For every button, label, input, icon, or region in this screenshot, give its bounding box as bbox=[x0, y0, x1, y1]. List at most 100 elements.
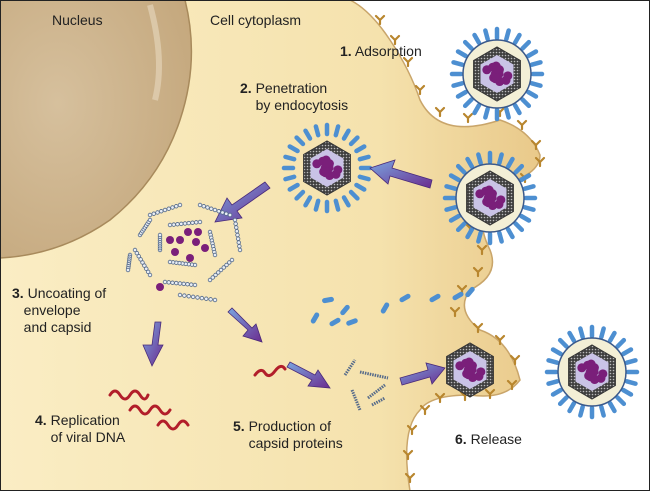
capsomer-icon bbox=[235, 236, 241, 241]
process-arrows bbox=[142, 159, 446, 389]
capsomer-icon bbox=[134, 250, 140, 256]
spike-protein-icon bbox=[322, 296, 334, 304]
capsomer-icon bbox=[208, 297, 213, 302]
capsomer-icon bbox=[155, 210, 160, 215]
capsomer-icon bbox=[171, 222, 176, 227]
receptor-icon bbox=[472, 266, 484, 278]
dna-fragment-icon bbox=[192, 238, 200, 246]
capsomer-icon bbox=[151, 211, 156, 216]
spike-protein-icon bbox=[329, 317, 341, 327]
virion-entering bbox=[442, 150, 538, 246]
capsomer-icon bbox=[170, 205, 175, 210]
label-step-2: 2. Penetration by endocytosis bbox=[240, 80, 349, 113]
capsomer-icon bbox=[147, 272, 153, 278]
spike-protein-icon bbox=[399, 293, 411, 303]
arrow-production-b bbox=[286, 361, 331, 389]
arrow-penetration bbox=[369, 159, 433, 189]
capsomer-icon bbox=[212, 207, 218, 213]
dna-fragment-icon bbox=[194, 228, 202, 236]
receptor-icon bbox=[530, 139, 542, 151]
arrow-uncoating bbox=[214, 181, 271, 223]
capsomer-icon bbox=[182, 293, 187, 298]
receptor-icon bbox=[476, 244, 488, 256]
capsomer-icon bbox=[179, 221, 184, 227]
capsomer-icon bbox=[145, 269, 151, 275]
capsomer-icon bbox=[190, 294, 196, 300]
capsid-protein-rods bbox=[343, 359, 389, 411]
capsomer-icon bbox=[174, 204, 179, 209]
virion-endosome bbox=[281, 122, 373, 214]
viral-dna-strands bbox=[108, 364, 287, 431]
receptor-icon bbox=[419, 404, 431, 416]
virion-budding bbox=[446, 342, 494, 398]
capsomer-icon bbox=[147, 217, 153, 223]
capsomer-icon bbox=[234, 225, 239, 230]
receptor-icon bbox=[434, 106, 446, 118]
arrow-assembly bbox=[399, 362, 446, 386]
receptor-icon bbox=[402, 56, 414, 68]
capsomer-icon bbox=[177, 292, 183, 298]
free-spike-proteins bbox=[310, 286, 475, 327]
spike-protein-icon bbox=[465, 286, 475, 298]
dna-fragment-icon bbox=[156, 283, 164, 291]
receptor-icon bbox=[414, 84, 426, 96]
capsomer-icon bbox=[167, 259, 173, 265]
capsomer-icon bbox=[216, 209, 221, 214]
capsid-rod-icon bbox=[359, 370, 389, 380]
receptor-icon bbox=[509, 354, 521, 366]
capsomer-icon bbox=[216, 270, 221, 275]
capsomer-icon bbox=[147, 212, 153, 218]
receptor-icon bbox=[534, 156, 546, 168]
capsomer-icon bbox=[197, 219, 203, 225]
capsomer-icon bbox=[138, 257, 143, 262]
receptor-icon bbox=[389, 34, 401, 46]
capsid-rod-icon bbox=[343, 359, 357, 376]
spike-protein-icon bbox=[380, 302, 390, 314]
receptor-icon bbox=[449, 306, 461, 318]
capsomer-icon bbox=[201, 204, 206, 209]
receptor-icon bbox=[374, 14, 386, 26]
capsomer-icon bbox=[212, 252, 218, 258]
capsomer-icon bbox=[159, 209, 164, 214]
capsomer-icon bbox=[227, 260, 232, 265]
capsomer-icon bbox=[204, 296, 209, 301]
capsomer-icon bbox=[142, 263, 147, 268]
capsomer-icon bbox=[221, 265, 226, 270]
capsomer-icon bbox=[213, 272, 218, 278]
capsid-rod-icon bbox=[367, 383, 386, 400]
capsomer-icon bbox=[224, 211, 229, 216]
capsomer-icon bbox=[210, 275, 215, 280]
dna-fragment-icon bbox=[166, 236, 174, 244]
capsomer-icon bbox=[220, 210, 225, 215]
capsomer-icon bbox=[224, 262, 229, 268]
capsomer-icon bbox=[181, 281, 186, 287]
dna-fragment-icon bbox=[176, 236, 184, 244]
spike-protein-icon bbox=[340, 304, 350, 316]
receptor-icon bbox=[406, 424, 418, 436]
capsomer-icon bbox=[199, 295, 205, 301]
nucleus bbox=[0, 0, 193, 259]
capsomer-icon bbox=[195, 295, 200, 300]
receptor-icon bbox=[402, 449, 414, 461]
capsomer-icon bbox=[170, 280, 175, 285]
label-step-6: 6. Release bbox=[455, 431, 522, 447]
capsomer-icon bbox=[162, 207, 168, 213]
capsomer-icon bbox=[227, 212, 233, 218]
dna-fragment-icon bbox=[186, 254, 194, 262]
capsomer-icon bbox=[207, 277, 213, 283]
capsomer-icon bbox=[234, 229, 240, 234]
virion-released bbox=[544, 324, 640, 420]
receptor-icon bbox=[516, 119, 528, 131]
dna-fragment-icon bbox=[171, 248, 179, 256]
capsomer-icon bbox=[236, 240, 241, 245]
capsomer-icon bbox=[166, 206, 171, 211]
capsomer-icon bbox=[125, 267, 131, 273]
capsomer-icon bbox=[189, 282, 194, 287]
capsomer-icon bbox=[218, 267, 224, 273]
capsomer-icon bbox=[144, 266, 149, 271]
capsomer-icon bbox=[186, 294, 191, 299]
uncoating-fragments bbox=[125, 202, 243, 303]
capsomer-icon bbox=[177, 281, 183, 286]
